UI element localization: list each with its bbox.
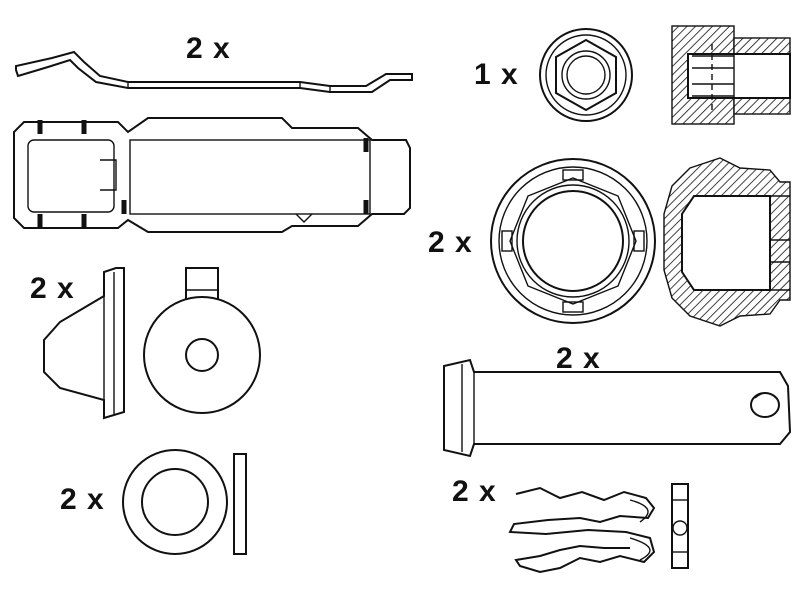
wedge-bushing-quantity: 2 x xyxy=(30,272,75,305)
hex-nut-front-view xyxy=(539,28,633,122)
protective-cap-quantity: 2 x xyxy=(428,226,473,259)
wedge-bushing-side-view xyxy=(43,267,125,420)
spring-clip-side-view xyxy=(15,50,413,93)
cotter-pin-quantity: 2 x xyxy=(452,475,497,508)
guide-pin-quantity: 2 x xyxy=(556,342,601,375)
hex-nut-quantity: 1 x xyxy=(474,58,519,91)
protective-cap-section-view xyxy=(663,157,791,327)
protective-cap-front-view xyxy=(490,158,656,324)
hex-nut-section-view xyxy=(671,25,791,125)
washer-front-view xyxy=(122,449,228,555)
cotter-pin-side-view xyxy=(508,486,656,574)
guide-pin-side-view xyxy=(443,358,792,458)
spring-clip-quantity: 2 x xyxy=(186,32,231,65)
spring-clip-top-view xyxy=(13,117,411,233)
washer-side-view xyxy=(233,453,247,555)
washer-quantity: 2 x xyxy=(60,483,105,516)
wedge-bushing-front-view xyxy=(143,267,261,414)
cotter-pin-end-view xyxy=(671,483,689,569)
